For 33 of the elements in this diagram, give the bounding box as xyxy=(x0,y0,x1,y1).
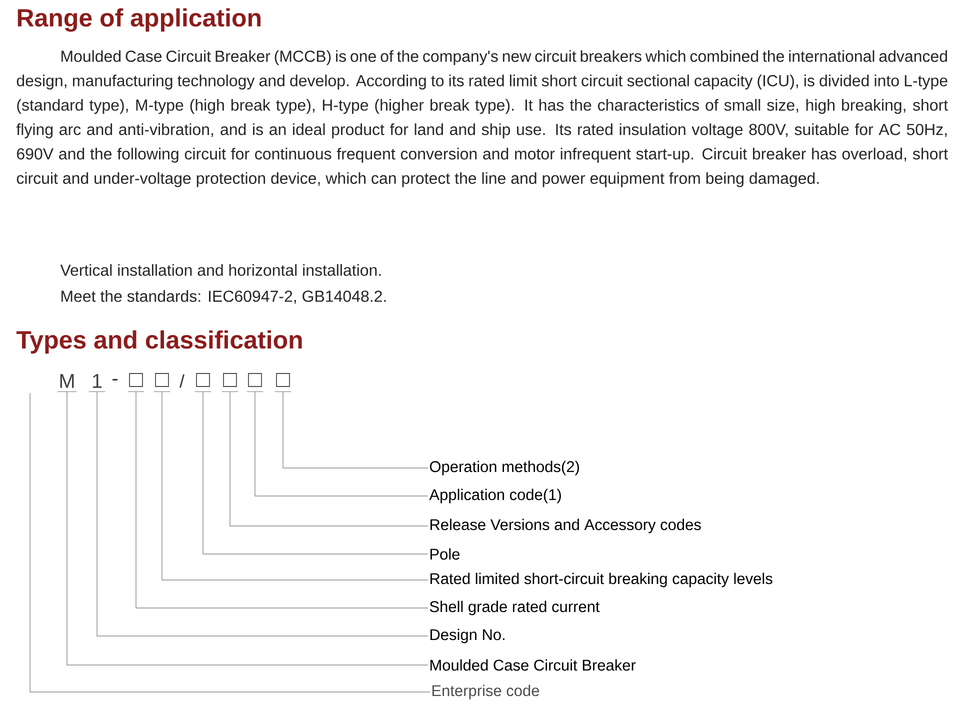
leader-line xyxy=(202,391,428,554)
code-separator: / xyxy=(180,374,184,388)
code-letter: M xyxy=(57,374,77,392)
leader-line xyxy=(96,391,428,636)
code-label: Application code(1) xyxy=(429,488,561,504)
code-label: Release Versions and Accessory codes xyxy=(430,518,701,534)
code-label: Shell grade rated current xyxy=(430,600,600,616)
code-placeholder xyxy=(246,373,264,392)
leader-line xyxy=(254,391,428,496)
code-label: Enterprise code xyxy=(432,684,540,700)
code-placeholder xyxy=(274,373,292,392)
paragraph: Moulded Case Circuit Breaker (MCCB) is one of the company's new circuit breakers which combined the international advanced design, manufacturing technology and develop. According to its rated limit short circuit sectional capacity (ICU), is divided into L-type (standard type), M-type (high break type), H-type (higher break type). It has the characteristics of small size, high breaking, short flying arc and anti-vibration, and is an ideal product for land and ship use. Its rated insulation voltage 800V, suitable for AC 50Hz, 690V and the following circuit for continuous frequent conversion and motor infrequent start-up. Circuit breaker has overload, short circuit and under-voltage protection device, which can protect the line and power equipment from being damaged. xyxy=(16,50,948,188)
leader-line xyxy=(162,391,428,580)
code-label: Rated limited short-circuit breaking capacity levels xyxy=(430,572,772,588)
leader-line xyxy=(230,391,428,526)
leader-line xyxy=(282,391,428,468)
code-label: Pole xyxy=(430,548,460,560)
leader-line xyxy=(66,391,428,666)
leader-line xyxy=(136,391,428,608)
code-placeholder xyxy=(194,373,212,392)
code-placeholder xyxy=(128,373,144,392)
heading: Range of application xyxy=(18,8,260,32)
text-line: Vertical installation and horizontal installation. xyxy=(60,264,381,276)
code-letter: 1 xyxy=(88,374,106,392)
code-label: Design No. xyxy=(430,628,504,644)
code-label: Operation methods(2) xyxy=(430,460,579,476)
code-placeholder xyxy=(154,373,170,392)
leader-line xyxy=(30,392,430,692)
heading: Types and classification xyxy=(16,330,302,354)
code-label: Moulded Case Circuit Breaker xyxy=(430,659,636,671)
code-separator: - xyxy=(112,378,118,380)
code-placeholder xyxy=(222,373,238,392)
text-line: Meet the standards: IEC60947-2, GB14048.2. xyxy=(62,290,386,304)
